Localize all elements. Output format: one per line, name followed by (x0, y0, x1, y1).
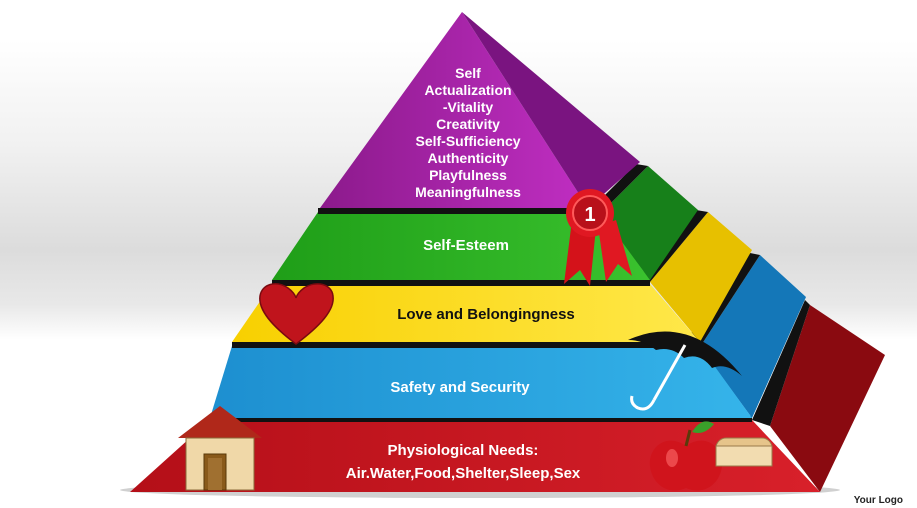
level-safety (210, 252, 806, 418)
top-line-1: Self (455, 65, 481, 81)
esteem-label: Self-Esteem (423, 237, 509, 254)
physio-label-line1: Physiological Needs: (388, 442, 539, 459)
badge-number: 1 (584, 204, 595, 226)
bread-icon (715, 437, 773, 467)
logo-text: Your Logo (853, 495, 903, 506)
level-self-actualization (320, 12, 640, 208)
top-line-8: Meaningfulness (415, 184, 521, 200)
house-icon (178, 406, 262, 491)
top-line-7: Playfulness (429, 167, 507, 183)
award-ribbon-icon: 1 (564, 189, 632, 286)
top-line-3: -Vitality (443, 99, 494, 115)
heart-icon (259, 283, 334, 345)
top-line-5: Self-Sufficiency (415, 133, 520, 149)
top-line-6: Authenticity (428, 150, 509, 166)
top-line-2: Actualization (424, 82, 511, 98)
physio-label-line2: Air.Water,Food,Shelter,Sleep,Sex (346, 465, 581, 482)
safety-label: Safety and Security (390, 379, 530, 396)
umbrella-icon (628, 331, 742, 411)
love-label: Love and Belongingness (397, 306, 575, 323)
apple-icon (649, 421, 723, 491)
top-line-4: Creativity (436, 116, 500, 132)
level-physiological (130, 300, 885, 492)
